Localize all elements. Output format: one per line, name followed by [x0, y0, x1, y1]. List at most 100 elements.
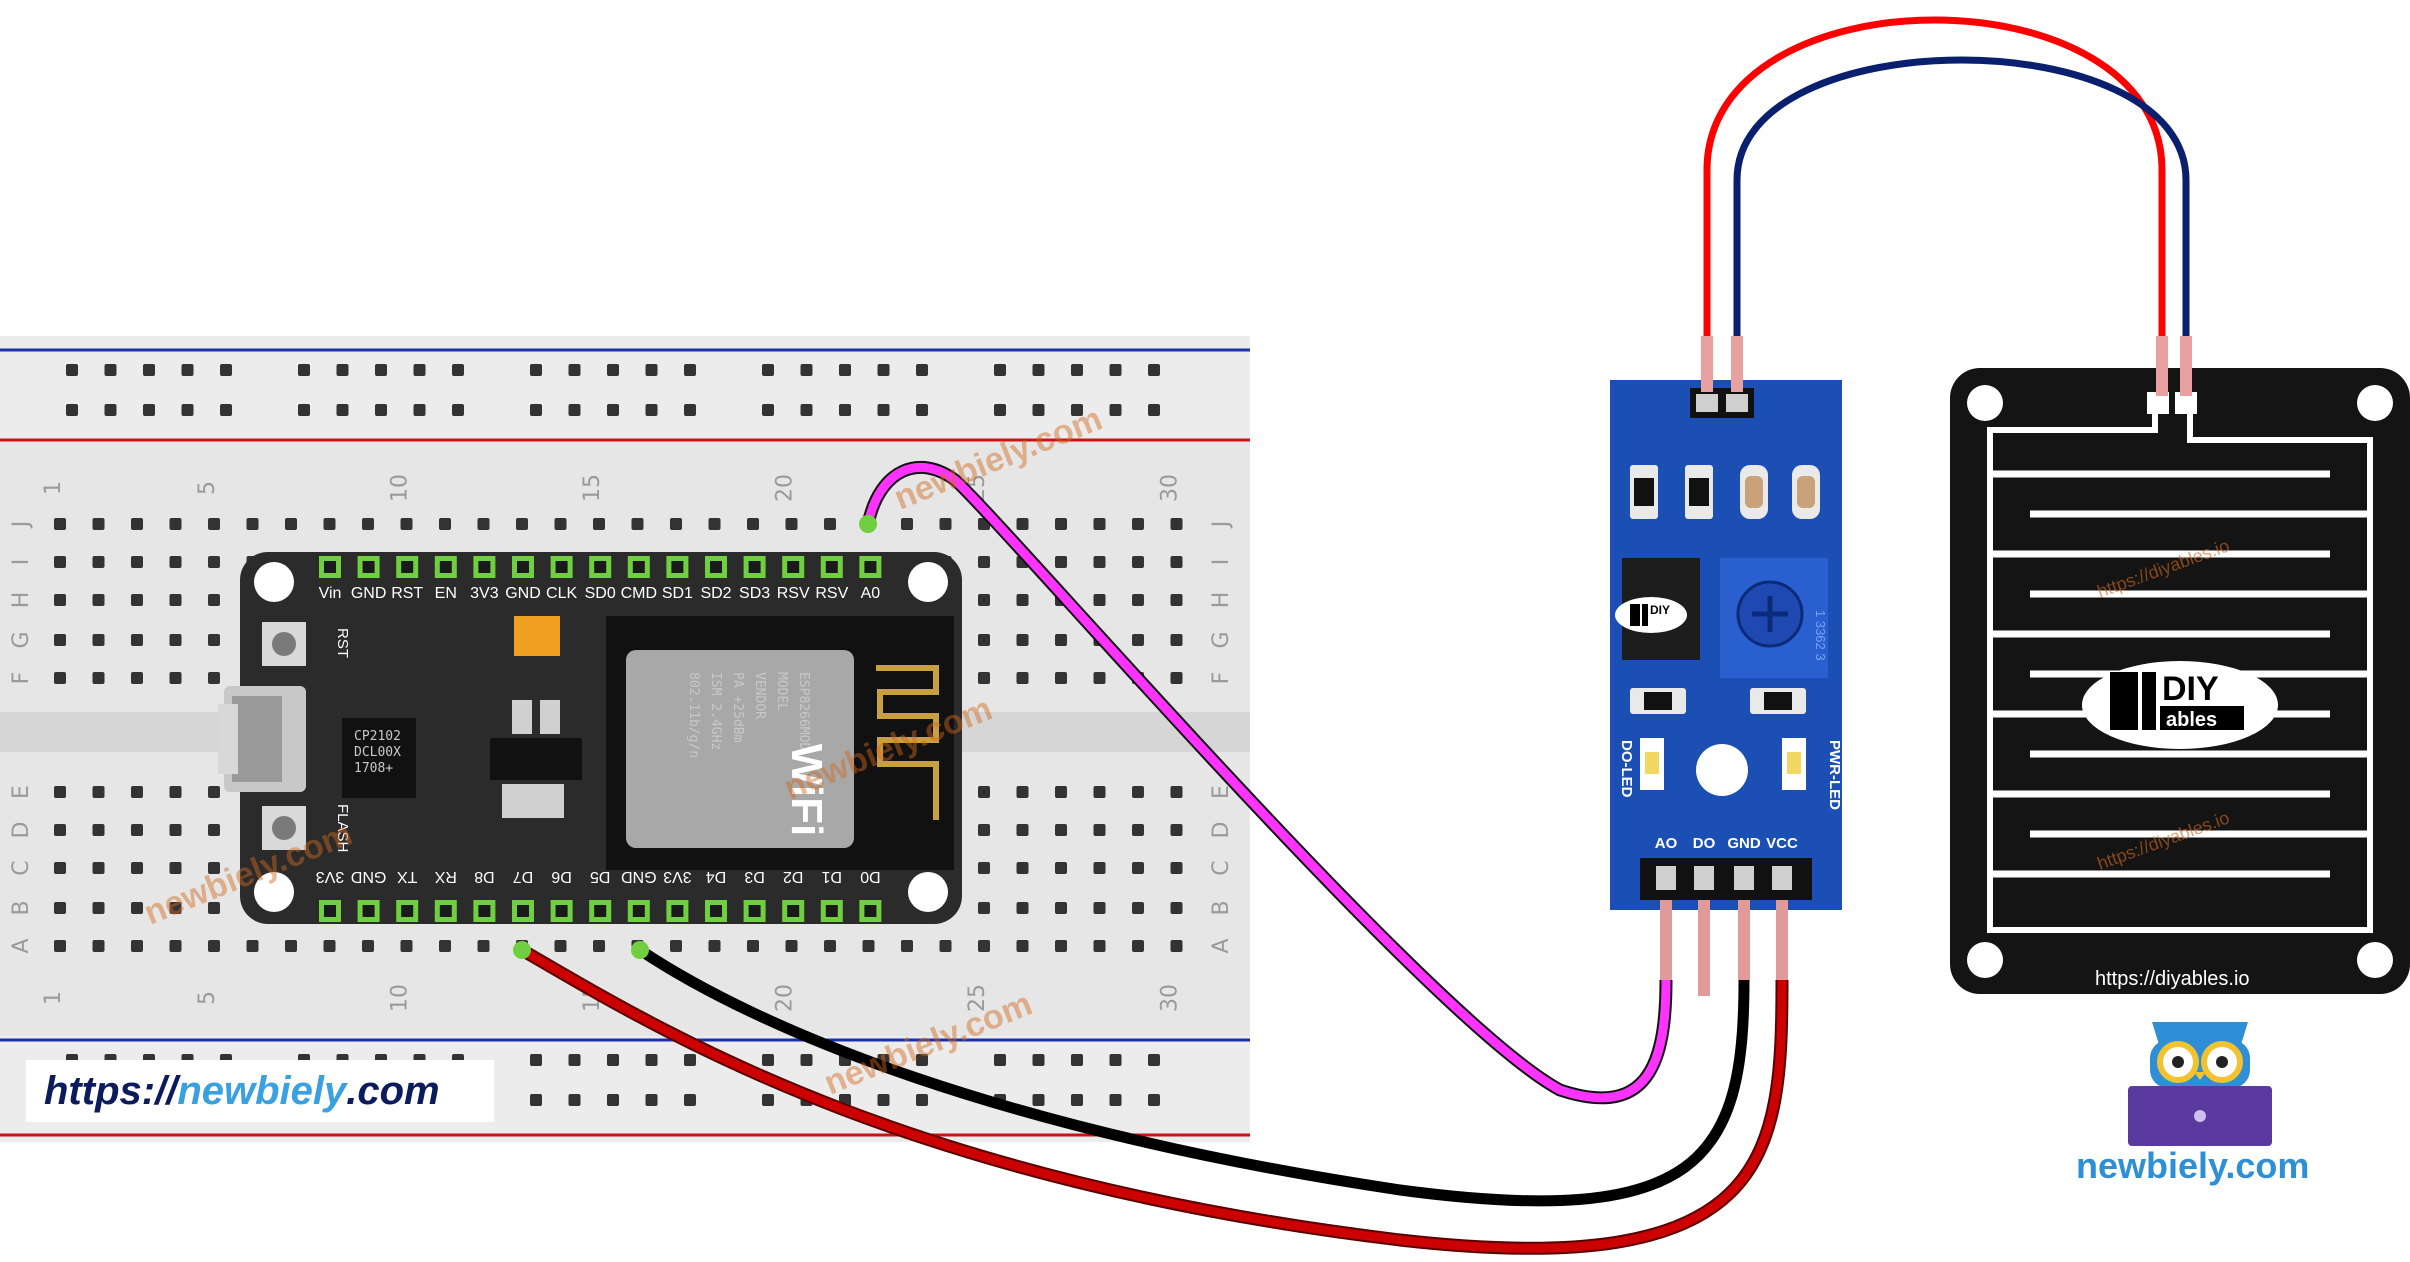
- rail-hole[interactable]: [839, 404, 851, 416]
- breadboard-hole[interactable]: [169, 594, 182, 606]
- rail-hole[interactable]: [684, 1094, 696, 1106]
- breadboard-hole[interactable]: [593, 940, 605, 952]
- rail-hole[interactable]: [994, 404, 1006, 416]
- rail-hole[interactable]: [1109, 1094, 1122, 1106]
- breadboard-hole[interactable]: [1170, 824, 1183, 836]
- breadboard-hole[interactable]: [92, 556, 105, 568]
- breadboard-hole[interactable]: [1055, 862, 1067, 874]
- rail-hole[interactable]: [220, 404, 232, 416]
- breadboard-hole[interactable]: [901, 940, 913, 952]
- breadboard-hole[interactable]: [516, 518, 528, 530]
- breadboard-hole[interactable]: [131, 824, 143, 836]
- breadboard-hole[interactable]: [1170, 902, 1183, 914]
- breadboard-hole[interactable]: [208, 824, 220, 836]
- breadboard-hole[interactable]: [92, 634, 105, 646]
- breadboard-hole[interactable]: [1055, 940, 1067, 952]
- breadboard-hole[interactable]: [285, 940, 297, 952]
- rail-hole[interactable]: [839, 364, 851, 376]
- breadboard-hole[interactable]: [1016, 518, 1029, 530]
- rail-hole[interactable]: [877, 364, 890, 376]
- breadboard-hole[interactable]: [1055, 824, 1067, 836]
- breadboard-hole[interactable]: [54, 786, 66, 798]
- rail-hole[interactable]: [452, 364, 464, 376]
- breadboard-hole[interactable]: [1016, 634, 1029, 646]
- breadboard-hole[interactable]: [208, 672, 220, 684]
- rail-hole[interactable]: [66, 364, 78, 376]
- breadboard-hole[interactable]: [323, 518, 336, 530]
- breadboard-hole[interactable]: [824, 518, 836, 530]
- breadboard-hole[interactable]: [978, 940, 990, 952]
- module-pin-do[interactable]: [1694, 866, 1714, 890]
- breadboard-hole[interactable]: [400, 518, 413, 530]
- breadboard-hole[interactable]: [54, 634, 66, 646]
- breadboard-hole[interactable]: [92, 786, 105, 798]
- breadboard-hole[interactable]: [1170, 594, 1183, 606]
- breadboard-hole[interactable]: [92, 518, 105, 530]
- rail-hole[interactable]: [1071, 364, 1083, 376]
- breadboard-hole[interactable]: [785, 518, 798, 530]
- breadboard-hole[interactable]: [477, 518, 490, 530]
- breadboard-hole[interactable]: [1055, 634, 1067, 646]
- breadboard-hole[interactable]: [54, 556, 66, 568]
- breadboard-hole[interactable]: [1170, 786, 1183, 798]
- breadboard-hole[interactable]: [1170, 862, 1183, 874]
- breadboard-hole[interactable]: [169, 786, 182, 798]
- rail-hole[interactable]: [645, 1094, 658, 1106]
- rail-hole[interactable]: [762, 1054, 774, 1066]
- breadboard-hole[interactable]: [1016, 672, 1029, 684]
- breadboard-hole[interactable]: [131, 556, 143, 568]
- rail-hole[interactable]: [66, 404, 78, 416]
- breadboard-hole[interactable]: [131, 594, 143, 606]
- breadboard-hole[interactable]: [1170, 556, 1183, 568]
- breadboard-hole[interactable]: [554, 518, 567, 530]
- rail-hole[interactable]: [1071, 1094, 1083, 1106]
- breadboard-hole[interactable]: [131, 786, 143, 798]
- breadboard-hole[interactable]: [1016, 594, 1029, 606]
- rail-hole[interactable]: [1032, 364, 1045, 376]
- mascot-caption[interactable]: newbiely.com: [2076, 1145, 2310, 1186]
- rail-hole[interactable]: [1032, 1094, 1045, 1106]
- rail-hole[interactable]: [104, 364, 117, 376]
- rail-hole[interactable]: [607, 1054, 619, 1066]
- breadboard-hole[interactable]: [131, 634, 143, 646]
- breadboard-hole[interactable]: [824, 940, 836, 952]
- breadboard-hole[interactable]: [208, 862, 220, 874]
- rail-hole[interactable]: [413, 404, 426, 416]
- breadboard-hole[interactable]: [169, 518, 182, 530]
- rail-hole[interactable]: [762, 364, 774, 376]
- breadboard-hole[interactable]: [169, 824, 182, 836]
- breadboard-hole[interactable]: [1055, 902, 1067, 914]
- breadboard-hole[interactable]: [978, 556, 990, 568]
- rail-hole[interactable]: [684, 364, 696, 376]
- rail-hole[interactable]: [375, 404, 387, 416]
- breadboard-hole[interactable]: [862, 940, 875, 952]
- breadboard-hole[interactable]: [208, 556, 220, 568]
- rail-hole[interactable]: [1071, 1054, 1083, 1066]
- rail-hole[interactable]: [994, 1054, 1006, 1066]
- breadboard-hole[interactable]: [747, 940, 759, 952]
- breadboard-hole[interactable]: [362, 518, 374, 530]
- breadboard-hole[interactable]: [1132, 902, 1144, 914]
- breadboard-hole[interactable]: [439, 940, 451, 952]
- rail-hole[interactable]: [800, 404, 813, 416]
- breadboard-hole[interactable]: [1132, 634, 1144, 646]
- rail-hole[interactable]: [684, 404, 696, 416]
- rail-hole[interactable]: [645, 1054, 658, 1066]
- breadboard-hole[interactable]: [1132, 824, 1144, 836]
- rail-hole[interactable]: [336, 364, 349, 376]
- rail-hole[interactable]: [413, 364, 426, 376]
- breadboard-hole[interactable]: [400, 940, 413, 952]
- breadboard-hole[interactable]: [169, 862, 182, 874]
- rail-hole[interactable]: [298, 364, 310, 376]
- rail-hole[interactable]: [1032, 1054, 1045, 1066]
- rail-hole[interactable]: [530, 364, 542, 376]
- breadboard-hole[interactable]: [323, 940, 336, 952]
- breadboard-hole[interactable]: [1170, 518, 1183, 530]
- rail-hole[interactable]: [1071, 404, 1083, 416]
- rail-hole[interactable]: [375, 364, 387, 376]
- rail-hole[interactable]: [607, 1094, 619, 1106]
- breadboard-hole[interactable]: [1093, 824, 1106, 836]
- breadboard-hole[interactable]: [631, 518, 644, 530]
- module-pin-gnd[interactable]: [1734, 866, 1754, 890]
- breadboard-hole[interactable]: [1093, 902, 1106, 914]
